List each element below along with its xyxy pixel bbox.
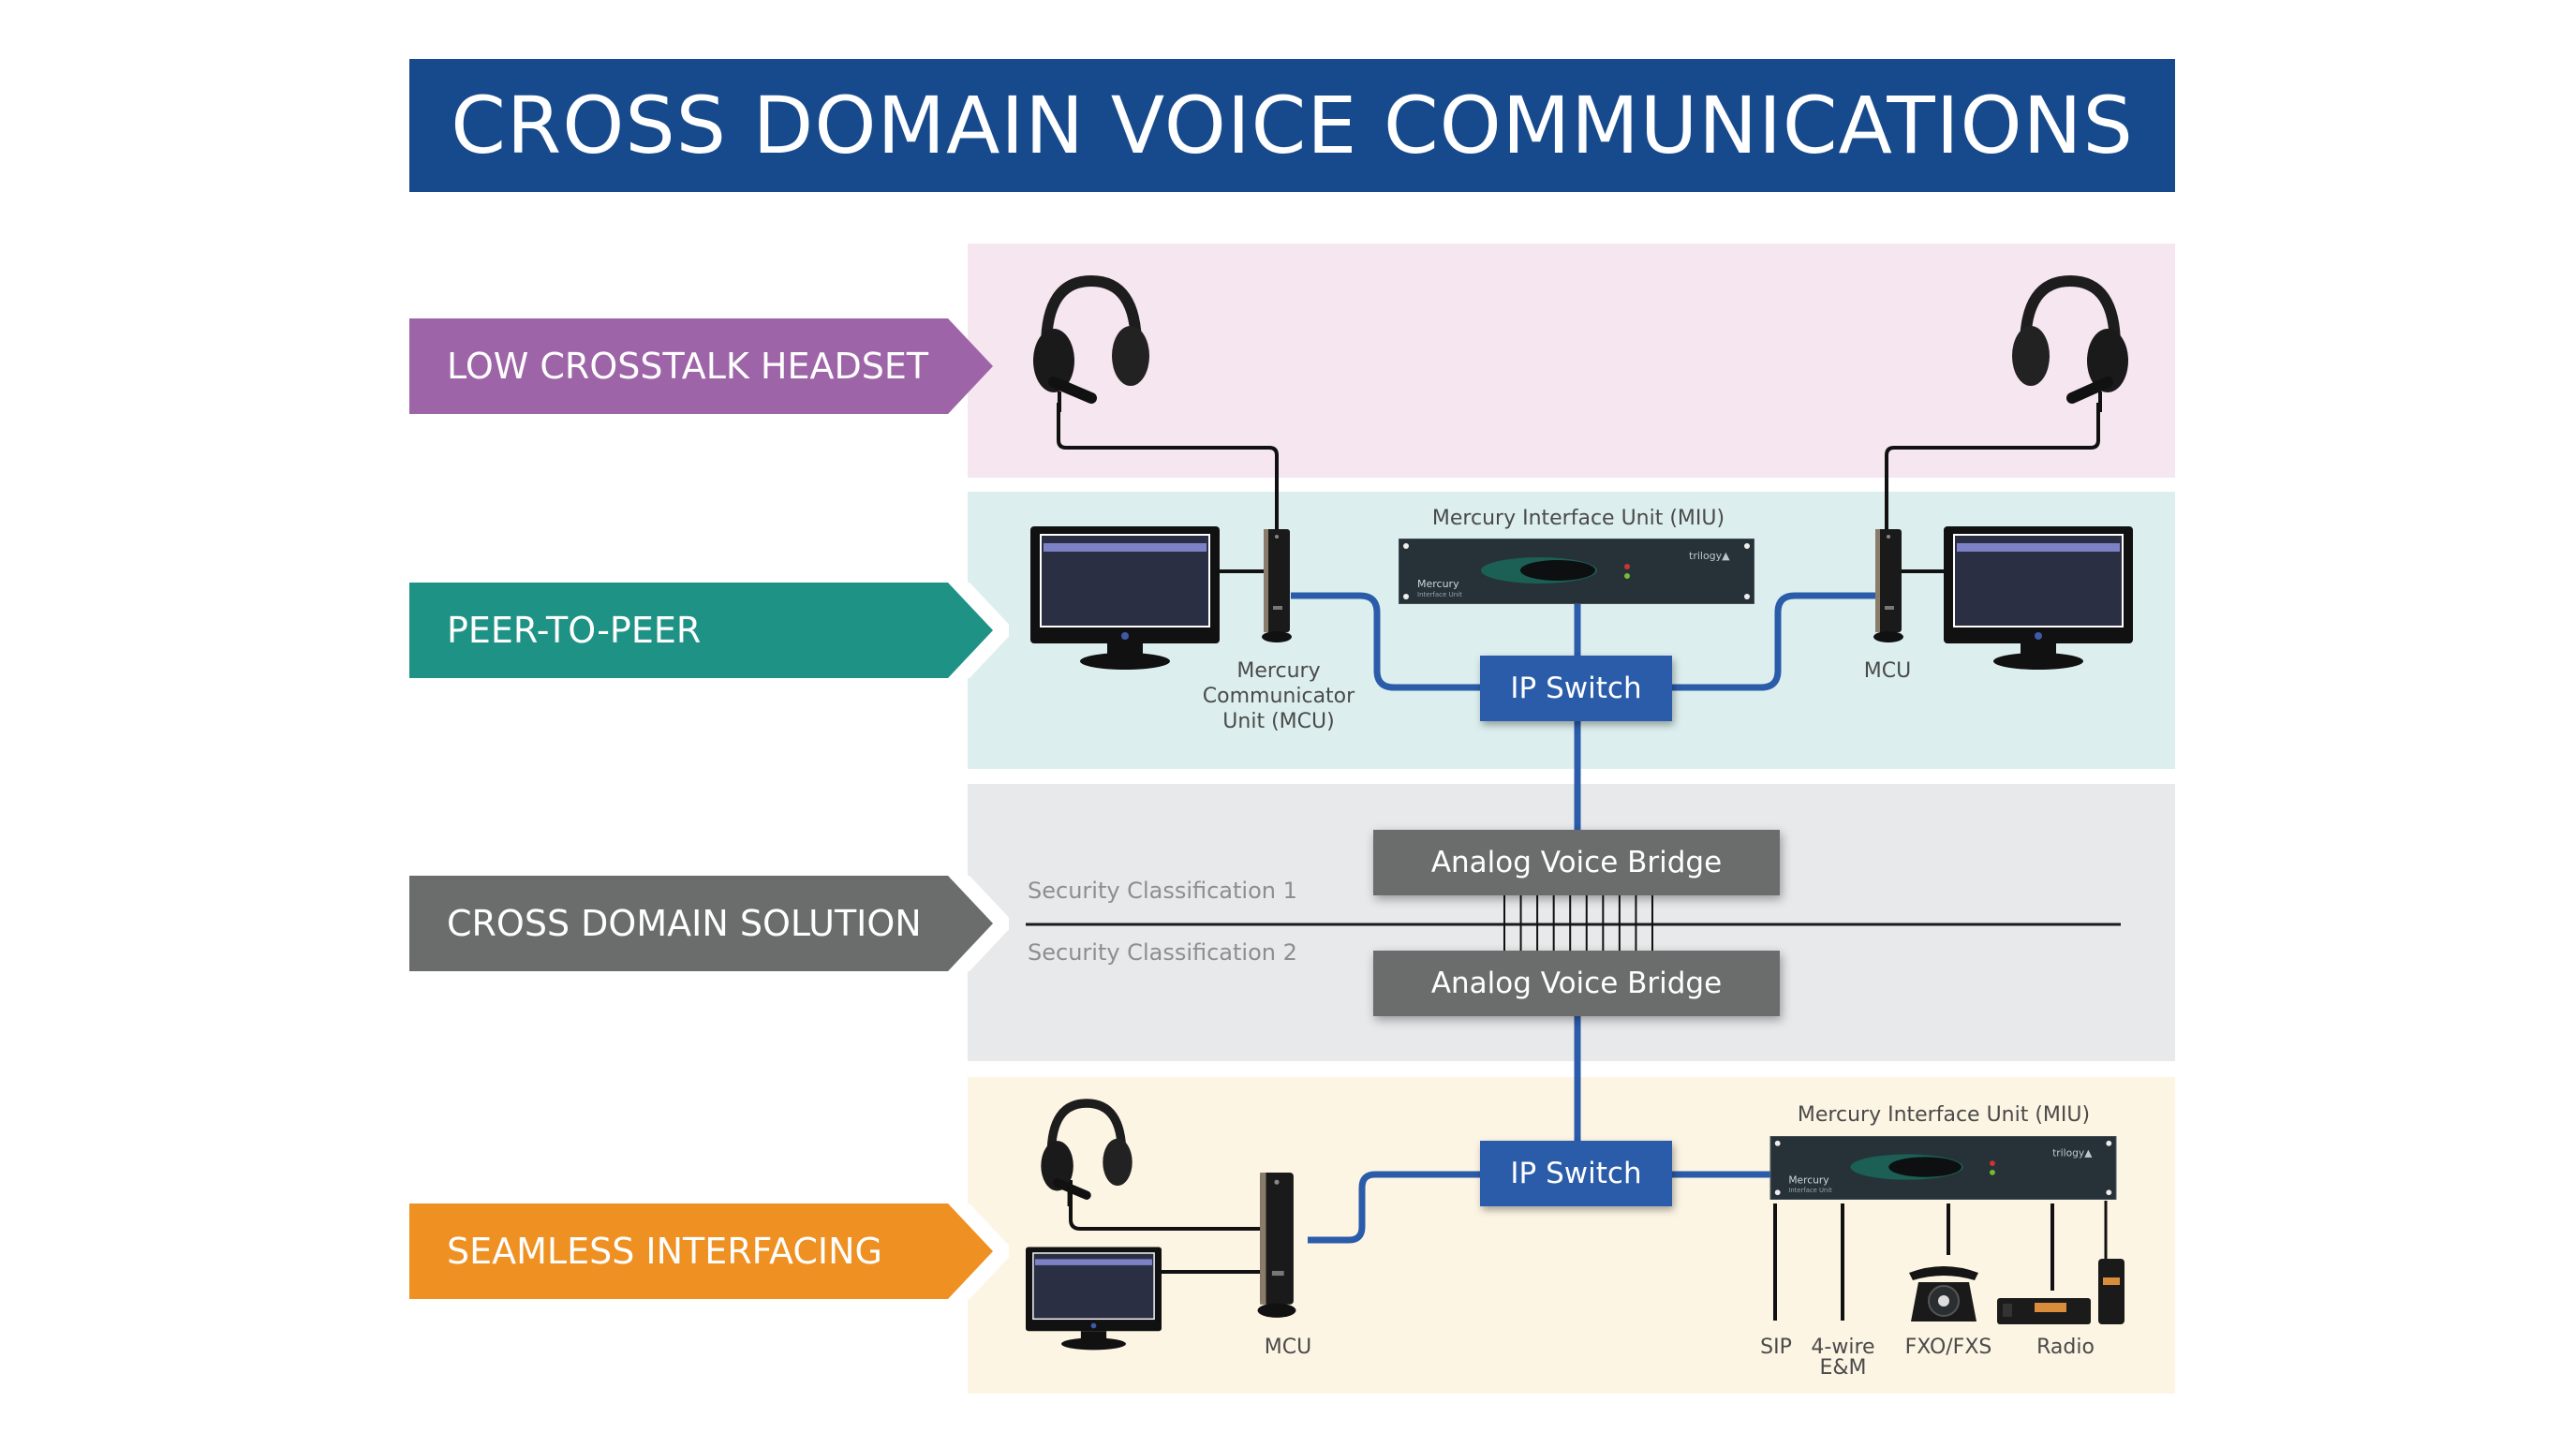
mcu-label-line: Unit (MCU) xyxy=(1222,710,1335,733)
rotary-phone-icon xyxy=(1909,1266,1978,1321)
miu-device-icon: Mercury Interface Unit trilogy▲ xyxy=(1769,1135,2117,1201)
analog-voice-bridge-bottom: Analog Voice Bridge xyxy=(1373,951,1780,1016)
monitor-virtual-panel xyxy=(1030,524,1220,674)
headset-cable-seamless xyxy=(1069,1180,1270,1231)
mcu-device-icon xyxy=(1257,1173,1296,1318)
miu-device: Mercury Interface Unit trilogy▲ xyxy=(1769,1135,2118,1201)
monitor-virtual-panel xyxy=(1944,524,2133,674)
mcu-label-right: MCU xyxy=(1863,659,1912,683)
mcu-label-left: Mercury Communicator Unit (MCU) xyxy=(1190,658,1368,734)
miu-label-seamless: Mercury Interface Unit (MIU) xyxy=(1797,1103,2091,1127)
headset-cable-left xyxy=(1057,403,1279,534)
band-seamless xyxy=(968,1077,2175,1394)
section-label-peer-to-peer: PEER-TO-PEER xyxy=(447,610,702,651)
network-line-mcu-right xyxy=(1672,592,1877,691)
miu-logo-text: trilogy▲ xyxy=(1689,550,1730,562)
section-label-headset: LOW CROSSTALK HEADSET xyxy=(447,346,929,387)
security-classification-2: Security Classification 2 xyxy=(1028,939,1297,966)
miu-brand-text: Mercury xyxy=(1788,1174,1828,1187)
section-arrow-headset: LOW CROSSTALK HEADSET xyxy=(409,318,993,414)
mcu-label-seamless: MCU xyxy=(1264,1336,1312,1359)
ip-switch-seamless: IP Switch xyxy=(1480,1141,1672,1206)
mcu-device-icon xyxy=(1262,529,1292,642)
network-line-mcu-left xyxy=(1291,592,1480,691)
title-banner: CROSS DOMAIN VOICE COMMUNICATIONS xyxy=(409,59,2175,192)
monitor-icon xyxy=(1030,526,1220,670)
analog-voice-bridge-top: Analog Voice Bridge xyxy=(1373,830,1780,895)
arrow-shape xyxy=(409,876,1009,971)
arrow-shape xyxy=(409,1203,1009,1299)
arrow-shape xyxy=(409,583,1009,678)
handheld-radio-icon xyxy=(2098,1201,2124,1324)
arrow-shape xyxy=(409,318,993,414)
section-label-cross-domain: CROSS DOMAIN SOLUTION xyxy=(447,903,922,944)
interface-label-4wire: 4-wire E&M xyxy=(1803,1335,1883,1381)
interface-label-line: E&M xyxy=(1819,1356,1867,1380)
section-arrow-peer-to-peer: PEER-TO-PEER xyxy=(409,583,1009,678)
interface-label-fxo: FXO/FXS xyxy=(1904,1336,1992,1359)
headset-cable-right xyxy=(1885,403,2100,534)
mcu-device-icon xyxy=(1873,529,1903,642)
headset-icon xyxy=(2012,274,2128,412)
section-label-seamless: SEAMLESS INTERFACING xyxy=(447,1231,882,1272)
interface-label-radio: Radio xyxy=(2036,1336,2095,1359)
miu-device-icon: Mercury Interface Unit trilogy▲ xyxy=(1398,538,1755,605)
security-classification-1: Security Classification 1 xyxy=(1028,878,1297,904)
miu-logo-text: trilogy▲ xyxy=(2052,1146,2093,1159)
miu-brand-text: Mercury xyxy=(1417,578,1459,590)
band-headset xyxy=(968,244,2175,478)
mcu-label-line: Communicator xyxy=(1202,685,1355,708)
page-title: CROSS DOMAIN VOICE COMMUNICATIONS xyxy=(451,80,2134,171)
mobile-radio-icon xyxy=(1997,1298,2091,1324)
interface-label-line: 4-wire xyxy=(1811,1336,1875,1359)
miu-sub-text: Interface Unit xyxy=(1788,1187,1832,1194)
network-line-mcu-seamless xyxy=(1308,1171,1480,1244)
mcu-label-line: Mercury xyxy=(1236,659,1321,683)
ip-switch-peer: IP Switch xyxy=(1480,656,1672,721)
section-arrow-seamless: SEAMLESS INTERFACING xyxy=(409,1203,1009,1299)
headset-icon xyxy=(1033,274,1149,412)
bridge-wires xyxy=(1503,895,1653,951)
miu-sub-text: Interface Unit xyxy=(1417,591,1462,598)
interface-label-sip: SIP xyxy=(1760,1336,1792,1359)
monitor-icon xyxy=(1944,526,2133,670)
monitor-icon xyxy=(1026,1247,1162,1351)
miu-device: Mercury Interface Unit trilogy▲ xyxy=(1398,538,1755,605)
headset-icon xyxy=(1041,1099,1133,1206)
section-arrow-cross-domain: CROSS DOMAIN SOLUTION xyxy=(409,876,1009,971)
miu-label-peer: Mercury Interface Unit (MIU) xyxy=(1431,507,1725,530)
